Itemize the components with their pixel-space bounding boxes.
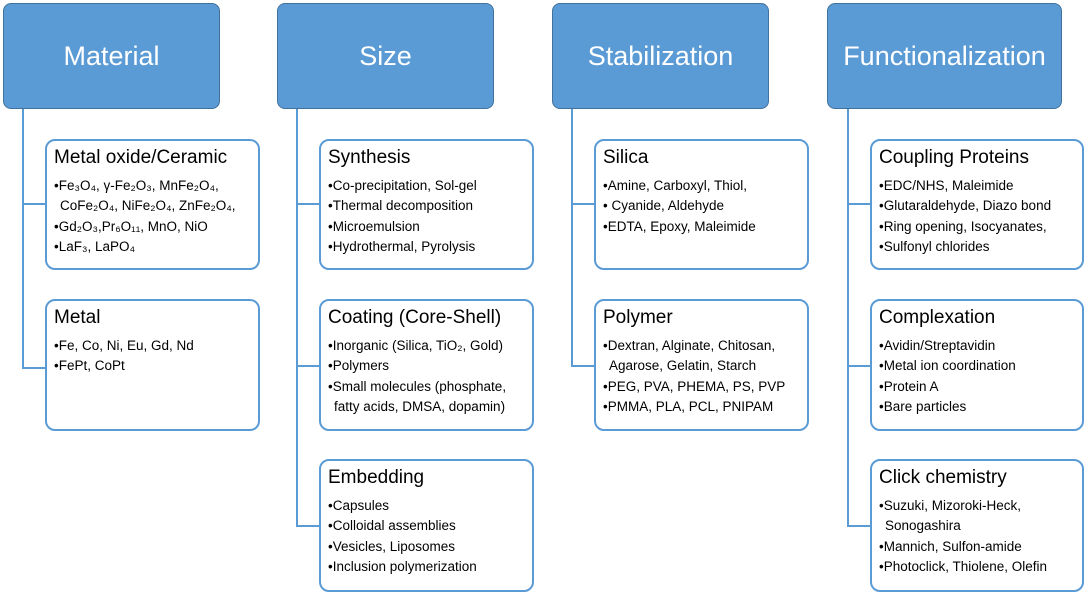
list-item: •Sulfonyl chlorides <box>879 238 990 254</box>
list-item: •Mannich, Sulfon-amide <box>879 538 1022 554</box>
card-complexation: Complexation •Avidin/Streptavidin •Metal… <box>870 299 1084 431</box>
connector-functionalization <box>847 108 849 527</box>
connector-material <box>22 108 24 369</box>
list-item: •Inclusion polymerization <box>328 558 477 574</box>
connector-material-card-2 <box>22 367 46 369</box>
connector-size-card-1 <box>296 203 320 205</box>
card-title: Complexation <box>879 307 996 328</box>
header-material: Material <box>3 3 220 109</box>
list-item: •Gd₂O₃,Pr₆O₁₁, MnO, NiO <box>54 218 208 234</box>
list-item: •Hydrothermal, Pyrolysis <box>328 238 476 254</box>
card-title: Metal <box>54 307 101 328</box>
list-item: •Protein A <box>879 378 939 394</box>
list-item: Sonogashira <box>885 518 961 534</box>
card-synthesis: Synthesis •Co-precipitation, Sol-gel •Th… <box>319 139 534 270</box>
header-material-label: Material <box>63 40 160 71</box>
list-item: •PEG, PVA, PHEMA, PS, PVP <box>603 378 786 394</box>
card-title: Silica <box>603 147 649 168</box>
list-item: •Metal ion coordination <box>879 358 1016 374</box>
list-item: fatty acids, DMSA, dopamin) <box>334 398 506 414</box>
card-click-chemistry: Click chemistry •Suzuki, Mizoroki-Heck, … <box>870 459 1084 592</box>
list-item: •Microemulsion <box>328 218 420 234</box>
connector-functionalization-card-2 <box>847 365 871 367</box>
connector-stabilization <box>571 108 573 367</box>
list-item: •Glutaraldehyde, Diazo bond <box>879 198 1052 214</box>
list-item: •Vesicles, Liposomes <box>328 538 456 554</box>
list-item: •Amine, Carboxyl, Thiol, <box>603 178 748 193</box>
list-item: •PMMA, PLA, PCL, PNIPAM <box>603 398 774 414</box>
list-item: •Fe₃O₄, γ-Fe₂O₃, MnFe₂O₄, <box>54 178 219 193</box>
card-polymer: Polymer •Dextran, Alginate, Chitosan, Ag… <box>594 299 809 431</box>
card-title: Embedding <box>328 467 425 488</box>
header-stabilization: Stabilization <box>552 3 769 109</box>
card-title: Polymer <box>603 307 673 328</box>
list-item: •Small molecules (phosphate, <box>328 378 507 394</box>
list-item: Agarose, Gelatin, Starch <box>609 358 757 374</box>
connector-functionalization-card-1 <box>847 203 871 205</box>
card-embedding: Embedding •Capsules •Colloidal assemblie… <box>319 459 534 592</box>
list-item: •Capsules <box>328 498 390 513</box>
connector-size <box>296 108 298 527</box>
card-title: Click chemistry <box>879 467 1007 488</box>
connector-stabilization-card-2 <box>571 365 595 367</box>
list-item: •EDC/NHS, Maleimide <box>879 178 1014 193</box>
card-metal-oxide-ceramic: Metal oxide/Ceramic •Fe₃O₄, γ-Fe₂O₃, MnF… <box>45 139 260 270</box>
connector-material-card-1 <box>22 203 46 205</box>
list-item: •Inorganic (Silica, TiO₂, Gold) <box>328 338 504 353</box>
card-title: Synthesis <box>328 147 411 168</box>
header-functionalization-label: Functionalization <box>843 40 1046 71</box>
list-item: •Polymers <box>328 358 389 374</box>
list-item: • Cyanide, Aldehyde <box>603 198 725 214</box>
list-item: •Co-precipitation, Sol-gel <box>328 178 477 193</box>
header-functionalization: Functionalization <box>827 3 1062 109</box>
list-item: CoFe₂O₄, NiFe₂O₄, ZnFe₂O₄, <box>60 198 236 214</box>
card-title: Coating (Core-Shell) <box>328 307 502 328</box>
list-item: •Suzuki, Mizoroki-Heck, <box>879 498 1022 513</box>
connector-size-card-2 <box>296 365 320 367</box>
connector-stabilization-card-1 <box>571 203 595 205</box>
list-item: •Colloidal assemblies <box>328 518 456 534</box>
connector-size-card-3 <box>296 525 320 527</box>
header-stabilization-label: Stabilization <box>587 40 734 71</box>
card-metal: Metal •Fe, Co, Ni, Eu, Gd, Nd •FePt, CoP… <box>45 299 260 431</box>
header-size: Size <box>277 3 494 109</box>
card-title: Coupling Proteins <box>879 147 1029 168</box>
card-silica: Silica •Amine, Carboxyl, Thiol, • Cyanid… <box>594 139 809 270</box>
connector-functionalization-card-3 <box>847 525 871 527</box>
list-item: •LaF₃, LaPO₄ <box>54 238 136 254</box>
list-item: •Photoclick, Thiolene, Olefin <box>879 558 1048 574</box>
list-item: •Dextran, Alginate, Chitosan, <box>603 338 776 353</box>
list-item: •Bare particles <box>879 398 967 414</box>
list-item: •FePt, CoPt <box>54 358 125 374</box>
list-item: •Thermal decomposition <box>328 198 474 214</box>
card-coupling-proteins: Coupling Proteins •EDC/NHS, Maleimide •G… <box>870 139 1084 270</box>
list-item: •Ring opening, Isocyanates, <box>879 218 1047 234</box>
list-item: •EDTA, Epoxy, Maleimide <box>603 218 756 234</box>
header-size-label: Size <box>359 40 412 71</box>
card-title: Metal oxide/Ceramic <box>54 147 228 168</box>
list-item: •Avidin/Streptavidin <box>879 338 996 353</box>
card-coating-core-shell: Coating (Core-Shell) •Inorganic (Silica,… <box>319 299 534 431</box>
list-item: •Fe, Co, Ni, Eu, Gd, Nd <box>54 338 194 353</box>
